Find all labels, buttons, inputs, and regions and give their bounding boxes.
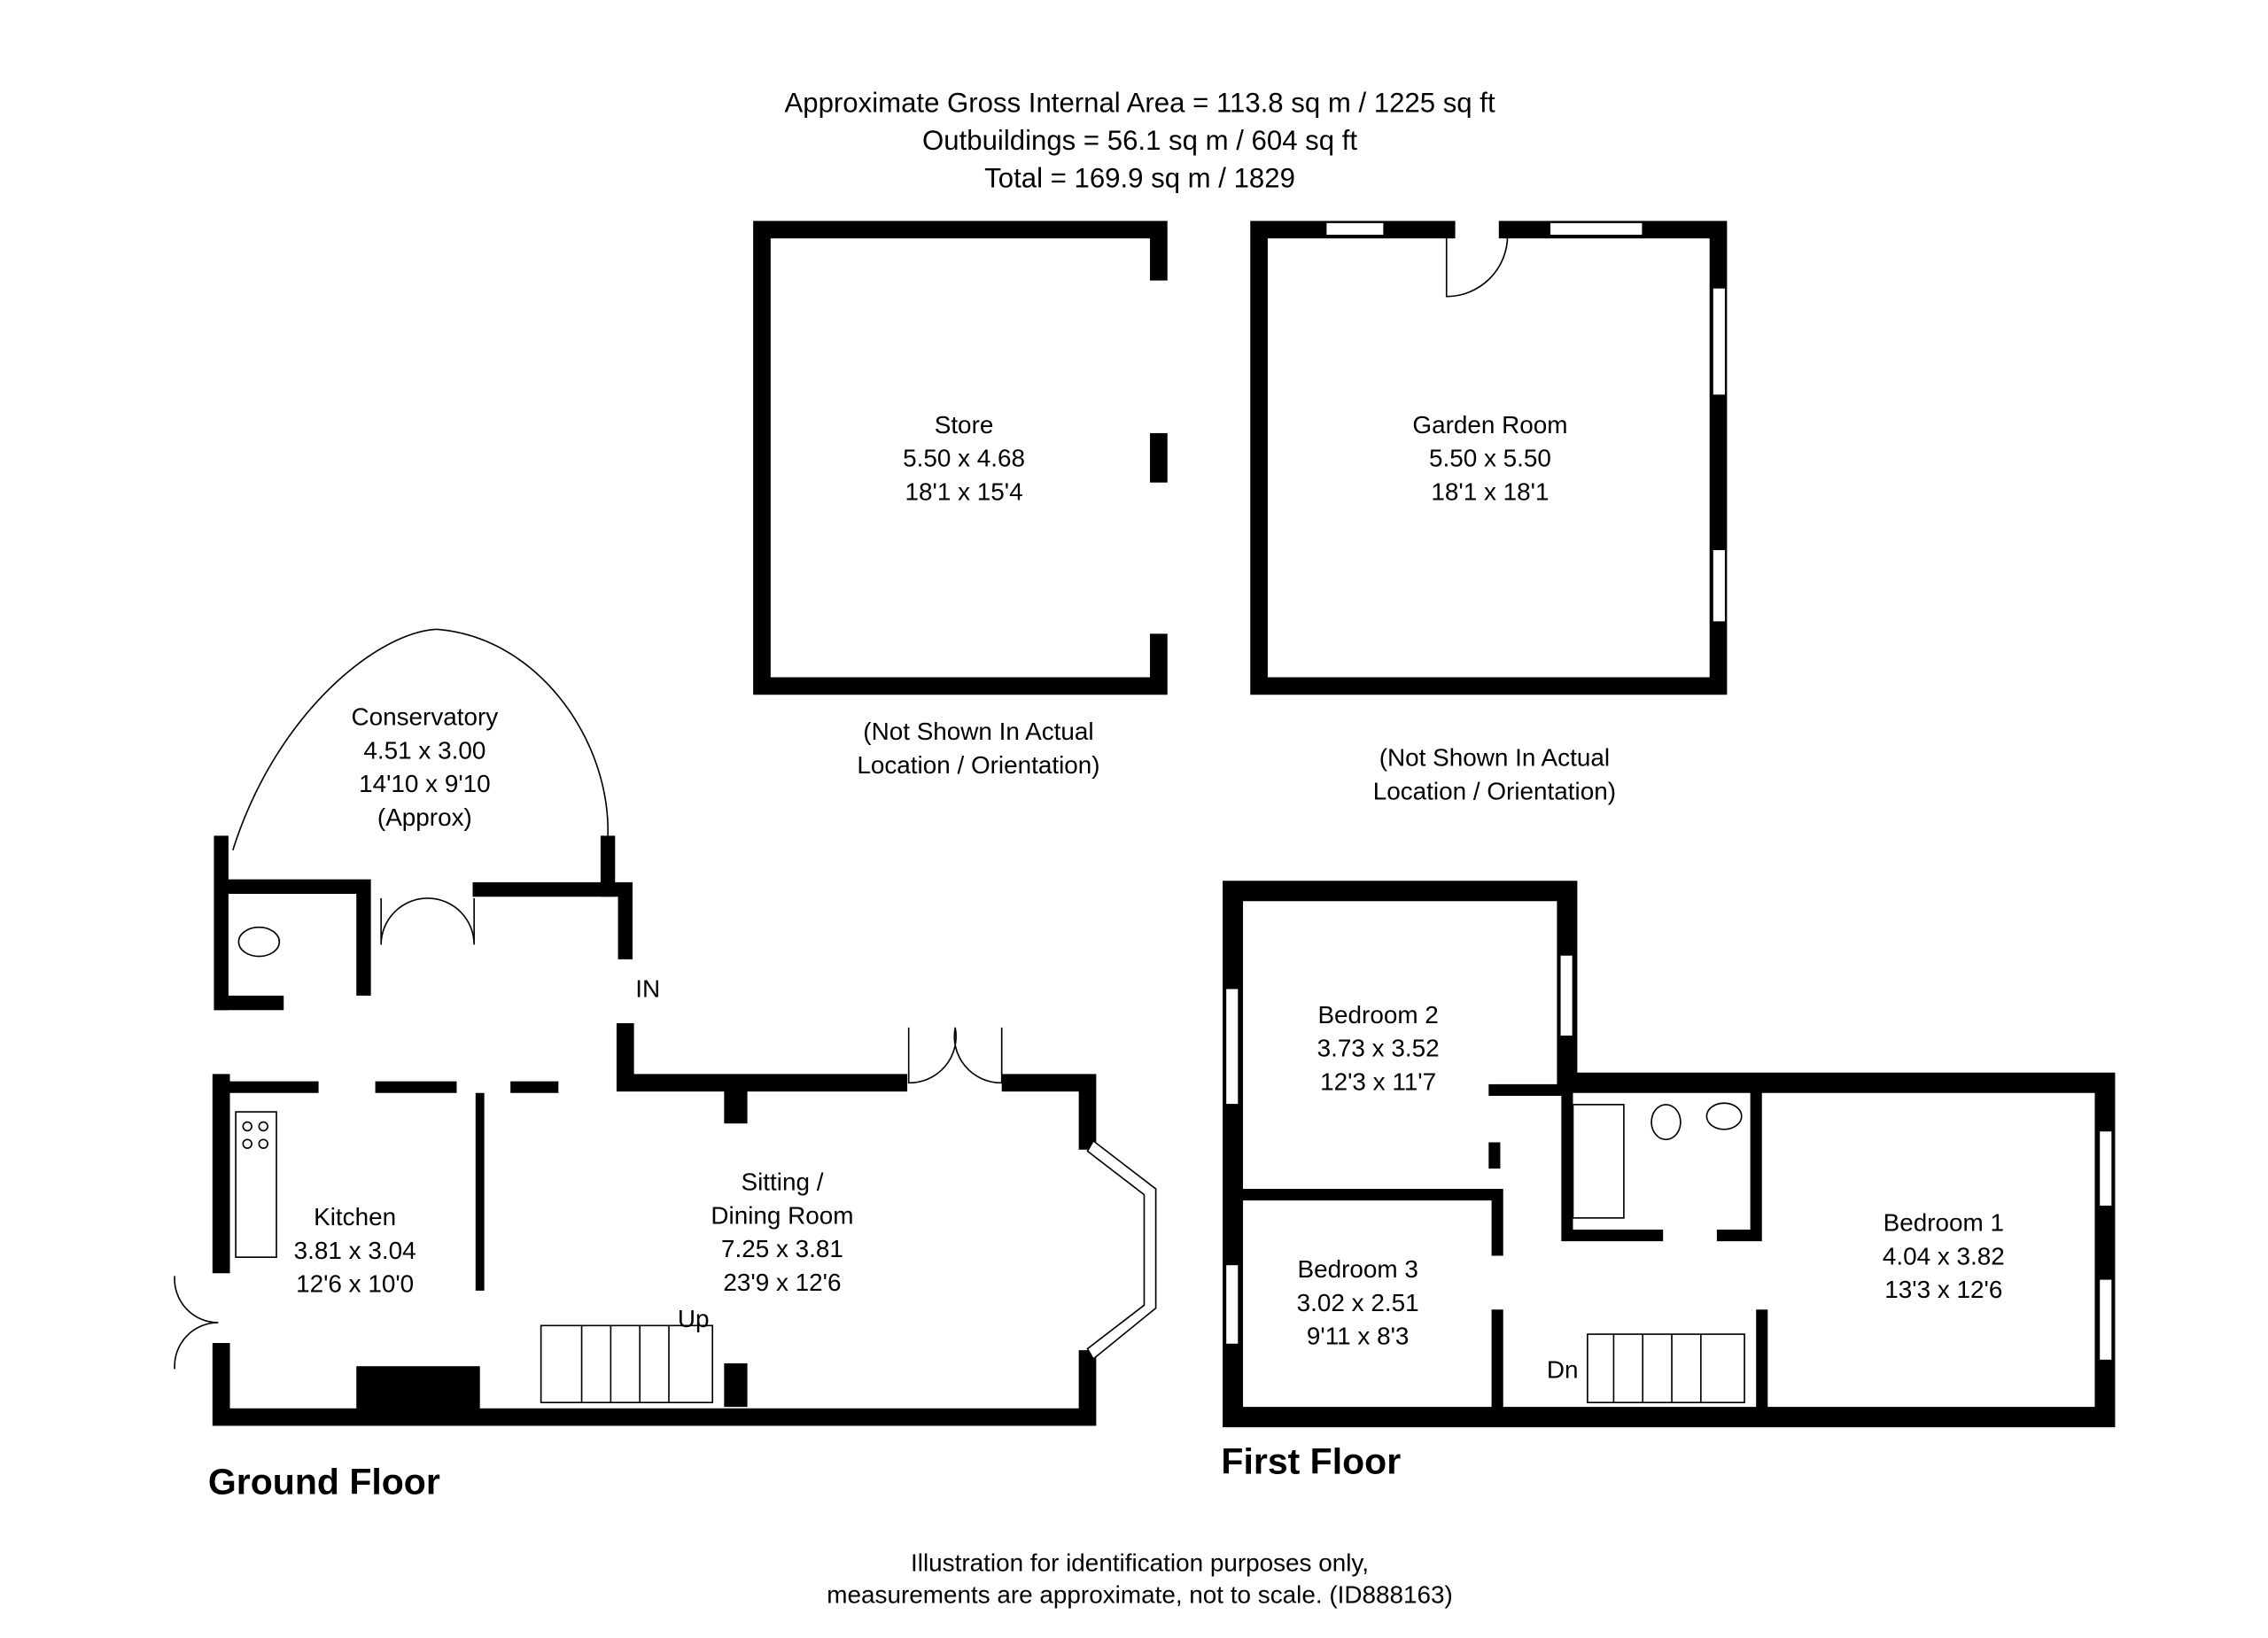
outbuildings-area-text: Outbuildings = 56.1 sq m / 604 sq ft [922, 125, 1357, 156]
area-summary: Approximate Gross Internal Area = 113.8 … [785, 87, 1495, 193]
garden-room-name: Garden Room [1412, 411, 1567, 439]
store-note-2: Location / Orientation) [857, 751, 1099, 779]
ground-floor-title: Ground Floor [208, 1462, 440, 1502]
conservatory-metric: 4.51 x 3.00 [363, 736, 485, 764]
garden-room-imperial: 18'1 x 18'1 [1431, 477, 1549, 505]
sitting-name-2: Dining Room [711, 1201, 853, 1229]
disclaimer-line-2: measurements are approximate, not to sca… [827, 1581, 1453, 1609]
garden-room-metric: 5.50 x 5.50 [1429, 445, 1551, 472]
bedroom2-metric: 3.73 x 3.52 [1317, 1035, 1440, 1062]
first-floor-plan: Bedroom 2 3.73 x 3.52 12'3 x 11'7 Bedroo… [1221, 881, 2116, 1482]
kitchen-name: Kitchen [314, 1203, 396, 1230]
bedroom2-name: Bedroom 2 [1317, 1001, 1438, 1029]
disclaimer-line-1: Illustration for identification purposes… [911, 1549, 1369, 1577]
store-name: Store [935, 411, 994, 439]
conservatory-note: (Approx) [377, 803, 472, 831]
kitchen-imperial: 12'6 x 10'0 [296, 1270, 414, 1298]
kitchen-metric: 3.81 x 3.04 [294, 1237, 416, 1264]
stairs-down-label: Dn [1547, 1355, 1579, 1383]
bedroom2-imperial: 12'3 x 11'7 [1320, 1067, 1436, 1095]
store-plan: Store 5.50 x 4.68 18'1 x 15'4 (Not Shown… [753, 221, 1168, 779]
sitting-imperial: 23'9 x 12'6 [723, 1269, 841, 1296]
sitting-metric: 7.25 x 3.81 [721, 1235, 843, 1262]
bedroom1-name: Bedroom 1 [1884, 1209, 2004, 1237]
entrance-label: IN [635, 974, 660, 1002]
sitting-name-1: Sitting / [741, 1168, 823, 1196]
garden-note-1: (Not Shown In Actual [1379, 744, 1610, 772]
garden-room-plan: Garden Room 5.50 x 5.50 18'1 x 18'1 (Not… [1250, 221, 1728, 804]
bedroom1-metric: 4.04 x 3.82 [1883, 1242, 2005, 1269]
store-metric: 5.50 x 4.68 [903, 445, 1025, 472]
total-area-text: Total = 169.9 sq m / 1829 [984, 163, 1295, 194]
conservatory-imperial: 14'10 x 9'10 [359, 770, 491, 797]
bedroom1-imperial: 13'3 x 12'6 [1884, 1276, 2002, 1303]
garden-note-2: Location / Orientation) [1373, 777, 1616, 804]
bedroom3-metric: 3.02 x 2.51 [1297, 1289, 1419, 1316]
gross-area-text: Approximate Gross Internal Area = 113.8 … [785, 87, 1495, 118]
bedroom3-name: Bedroom 3 [1297, 1255, 1418, 1283]
conservatory-name: Conservatory [351, 703, 498, 731]
store-imperial: 18'1 x 15'4 [905, 477, 1022, 505]
stairs-up-label: Up [678, 1305, 710, 1332]
ground-floor-plan: Conservatory 4.51 x 3.00 14'10 x 9'10 (A… [174, 628, 1157, 1502]
first-floor-title: First Floor [1221, 1441, 1401, 1482]
bedroom3-imperial: 9'11 x 8'3 [1307, 1323, 1410, 1350]
store-note-1: (Not Shown In Actual [863, 718, 1093, 745]
